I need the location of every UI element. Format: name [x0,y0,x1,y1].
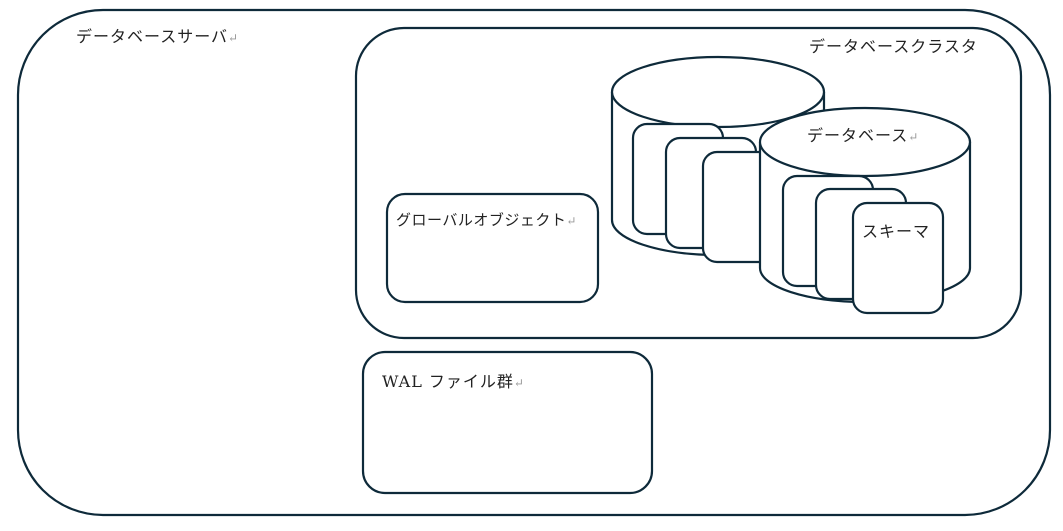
paragraph-mark-icon: ↵ [908,130,920,144]
server-label: データベースサーバ↵ [76,23,239,47]
wal-files-label: WAL ファイル群↵ [382,368,525,392]
database-cylinder-front [758,106,972,315]
schema-label: スキーマ [862,218,930,242]
global-objects-label: グローバルオブジェクト↵ [396,209,577,230]
paragraph-mark-icon: ↵ [513,376,525,390]
global-objects-label-text: グローバルオブジェクト [396,211,567,229]
wal-files-label-text: WAL ファイル群 [382,372,514,391]
schema-box [851,201,945,315]
database-label-text: データベース [807,126,909,145]
global-objects-box [385,192,600,304]
paragraph-mark-icon: ↵ [228,31,240,45]
server-label-text: データベースサーバ [76,27,229,46]
schema-label-text: スキーマ [862,222,931,241]
wal-files-box [361,350,654,495]
cluster-label-text: データベースクラスタ [809,37,978,56]
database-label: データベース↵ [807,122,919,146]
paragraph-mark-icon: ↵ [566,214,577,228]
cluster-label: データベースクラスタ [809,33,978,57]
